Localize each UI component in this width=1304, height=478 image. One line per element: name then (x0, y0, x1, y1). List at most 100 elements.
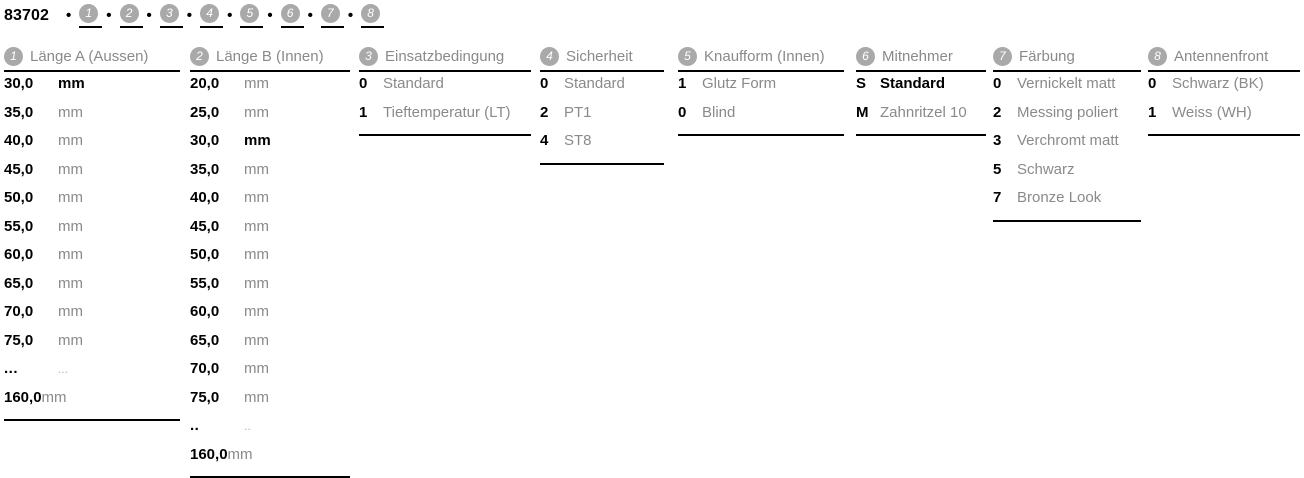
option-code: S (856, 75, 867, 92)
option-label: Weiss (WH) (1172, 103, 1252, 121)
option-code: 20,0 (190, 75, 220, 92)
code-slot-6[interactable]: 6 (280, 4, 304, 28)
code-slot-8[interactable]: 8 (361, 4, 385, 28)
code-slot-badge-4: 4 (200, 4, 220, 23)
code-separator: • (186, 6, 193, 24)
option-row[interactable]: 1 Tieftemperatur (LT) (359, 104, 531, 133)
option-code: 30,0 (190, 132, 220, 149)
article-number: 83702 (4, 7, 49, 24)
option-label: mm (244, 103, 269, 121)
code-separator: • (227, 6, 233, 24)
option-row[interactable]: 20,0 mm (190, 75, 350, 104)
code-separator: • (106, 6, 112, 24)
option-code: 30,0 (4, 75, 34, 92)
option-label: mm (58, 75, 85, 92)
column-badge-5: 5 (678, 46, 697, 66)
option-code: 1 (359, 103, 368, 121)
column-title-8: Antennenfront (1174, 47, 1269, 65)
code-slot-badge-2: 2 (119, 4, 139, 23)
article-code-line: 83702 •1•2•3•4•5•6•7•8 (4, 2, 385, 30)
option-row[interactable]: 30,0 mm (4, 75, 180, 104)
code-slot-underline-5 (240, 26, 264, 28)
column-title-6: Mitnehmer (882, 47, 953, 65)
code-slot-2[interactable]: 2 (119, 4, 143, 28)
option-label: Messing poliert (1017, 103, 1118, 121)
code-slot-badge-6: 6 (280, 4, 300, 23)
option-code: 160,0 (4, 388, 42, 406)
code-separator: • (347, 6, 354, 24)
option-label: ... (58, 362, 69, 376)
option-code: 55,0 (190, 274, 220, 292)
option-label: mm (244, 331, 269, 349)
code-slot-4[interactable]: 4 (200, 4, 224, 28)
option-label: mm (41, 388, 67, 406)
code-slot-7[interactable]: 7 (320, 4, 344, 28)
option-code: 35,0 (4, 103, 34, 121)
option-row[interactable]: 55,0 mm (4, 218, 180, 247)
column-title-5: Knaufform (Innen) (704, 47, 825, 65)
option-code: 0 (540, 75, 549, 92)
option-code: 45,0 (190, 217, 220, 235)
code-slot-badge-8: 8 (361, 4, 381, 23)
option-label: Tieftemperatur (LT) (383, 103, 511, 121)
option-code: ... (4, 360, 19, 377)
code-separator: • (307, 6, 313, 24)
code-slot-underline-1 (79, 26, 103, 28)
option-label: mm (58, 217, 83, 235)
code-slot-3[interactable]: 3 (159, 4, 183, 28)
option-label: mm (244, 303, 269, 320)
option-code: .. (190, 417, 200, 434)
code-slot-1[interactable]: 1 (79, 4, 103, 28)
option-label: mm (244, 75, 269, 92)
option-row-ellipsis: ...... (4, 360, 180, 389)
code-slot-badge-7: 7 (320, 4, 340, 23)
code-slot-5[interactable]: 5 (240, 4, 264, 28)
option-code: 55,0 (4, 217, 34, 235)
option-label: Bronze Look (1017, 189, 1102, 206)
